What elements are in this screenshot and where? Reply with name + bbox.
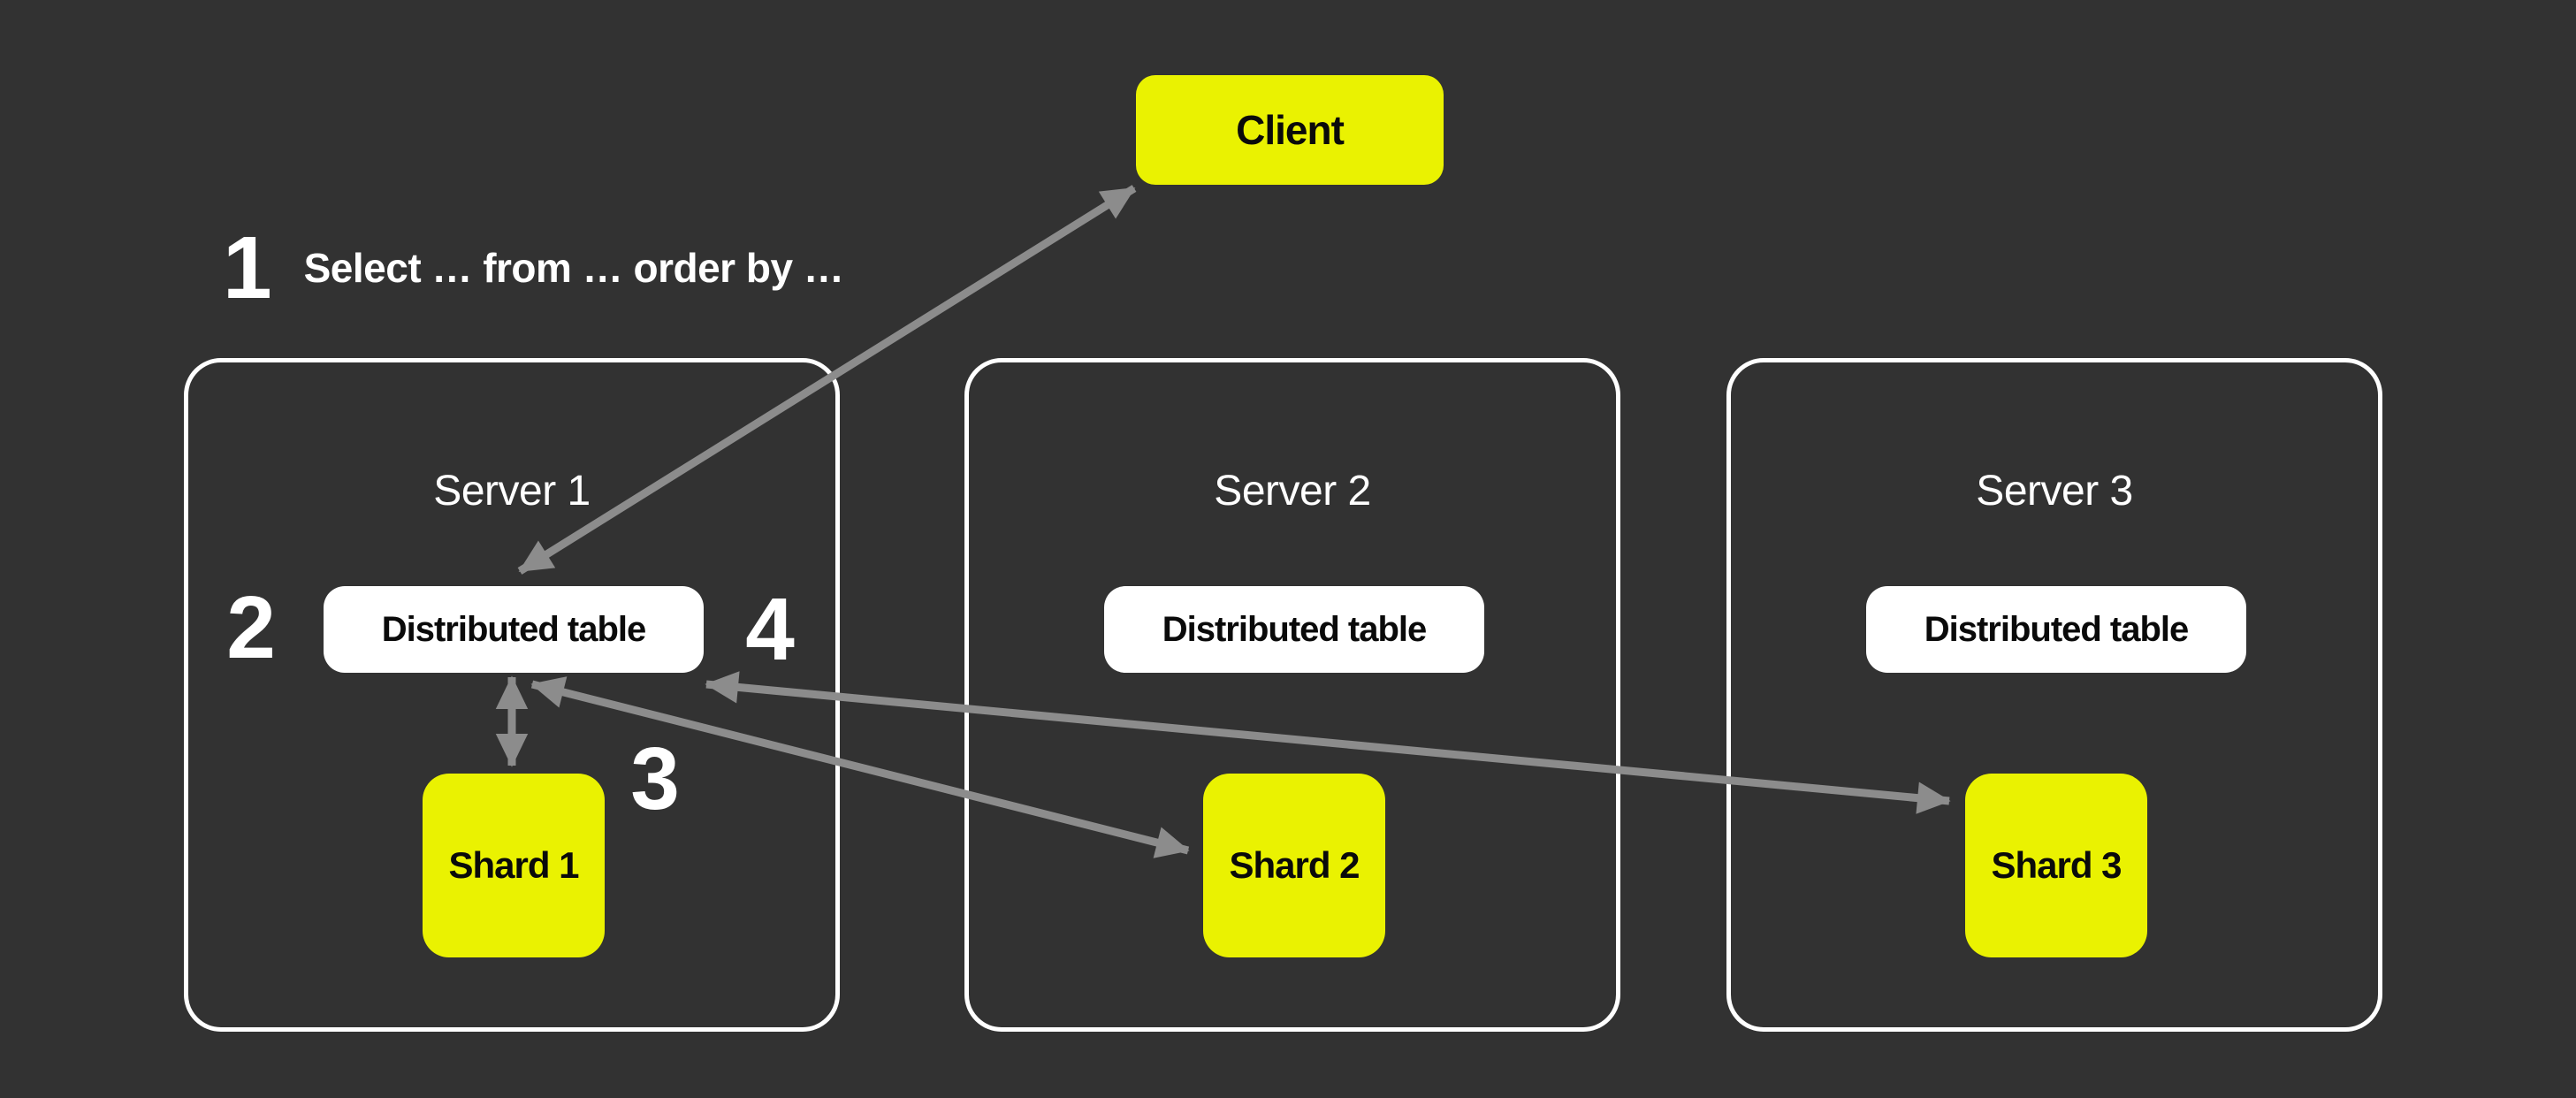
server3-shard: Shard 3 <box>1965 774 2147 957</box>
server3-distributed-table: Distributed table <box>1866 586 2246 673</box>
server1-frame: Server 1 Distributed table Shard 1 <box>184 358 840 1032</box>
server1-shard-label: Shard 1 <box>448 844 579 886</box>
step1-number: 1 <box>223 218 272 317</box>
step1-query-text: Select … from … order by … <box>303 245 844 291</box>
step1-annotation: 1 Select … from … order by … <box>223 206 844 330</box>
server1-title: Server 1 <box>433 468 591 515</box>
server2-distributed-table-label: Distributed table <box>1162 609 1428 649</box>
server2-shard-label: Shard 2 <box>1229 844 1360 886</box>
step3-number: 3 <box>630 729 680 828</box>
client-label: Client <box>1236 107 1345 153</box>
server3-shard-label: Shard 3 <box>1991 844 2122 886</box>
server2-shard: Shard 2 <box>1203 774 1385 957</box>
server2-frame: Server 2 Distributed table Shard 2 <box>964 358 1620 1032</box>
server3-title: Server 3 <box>1976 468 2133 515</box>
server3-frame: Server 3 Distributed table Shard 3 <box>1726 358 2382 1032</box>
server1-distributed-table-label: Distributed table <box>381 609 647 649</box>
server1-distributed-table: Distributed table <box>324 586 704 673</box>
step2-number: 2 <box>226 578 276 677</box>
step4-number: 4 <box>745 580 795 679</box>
server1-shard: Shard 1 <box>423 774 605 957</box>
server2-distributed-table: Distributed table <box>1104 586 1484 673</box>
server2-title: Server 2 <box>1214 468 1371 515</box>
server3-distributed-table-label: Distributed table <box>1924 609 2190 649</box>
client-node: Client <box>1136 75 1444 185</box>
